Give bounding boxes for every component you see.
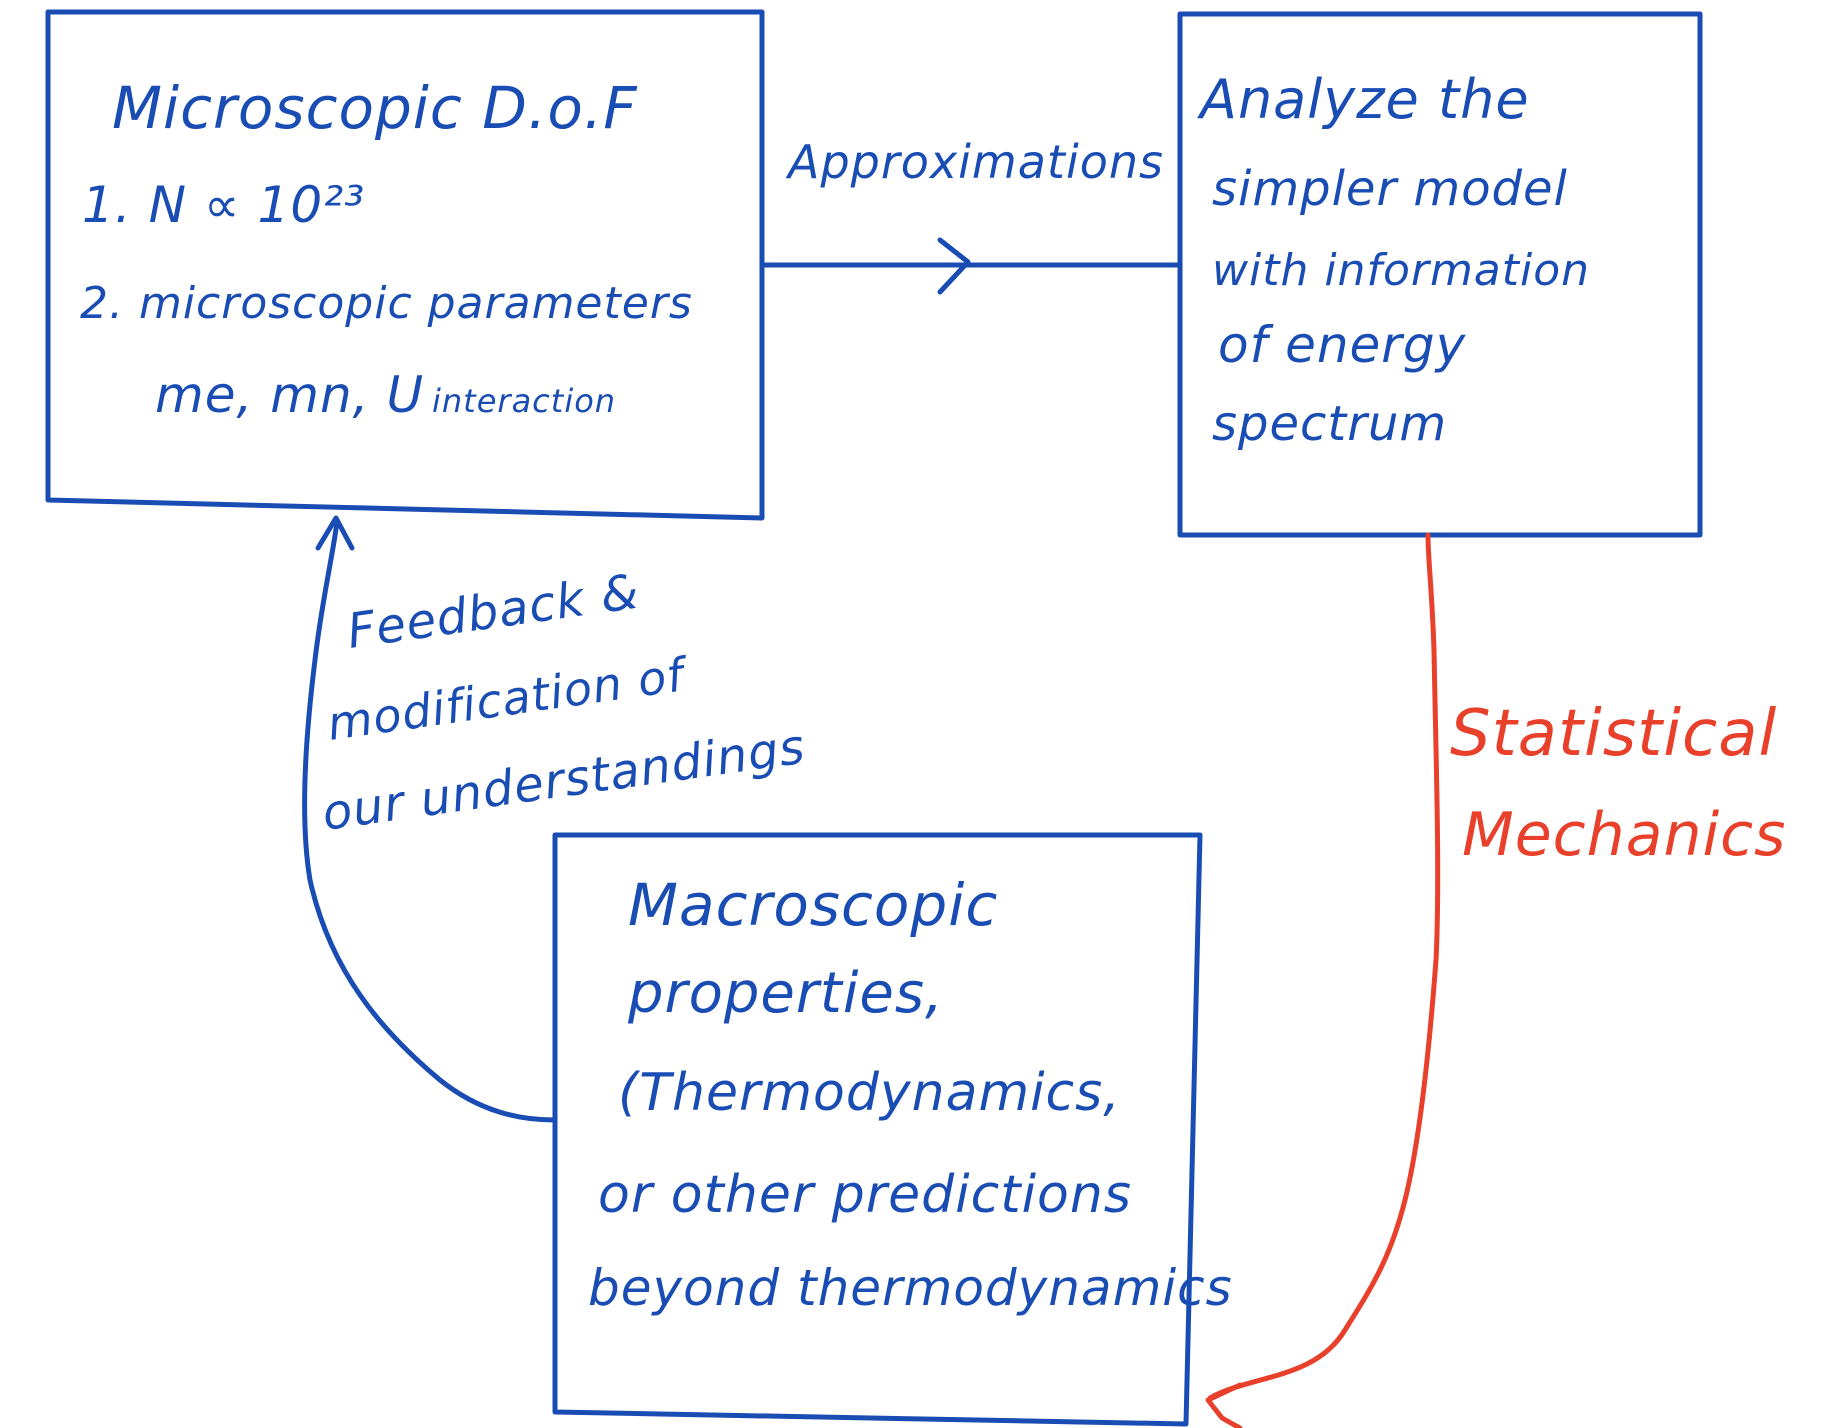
node-simpler-model-line-2: simpler model — [1212, 161, 1568, 217]
node-microscopic-line-2: 2. microscopic parameters — [80, 278, 693, 329]
edge-feedback-arrowhead-icon — [315, 515, 355, 551]
edge-approximations-label: Approximations — [785, 135, 1164, 189]
node-macroscopic-line-1: Macroscopic — [628, 871, 998, 939]
edge-approximations-arrowhead-icon — [937, 237, 971, 295]
edge-statistical-mechanics-label-line-2: Mechanics — [1462, 800, 1786, 870]
node-macroscopic-line-3: (Thermodynamics, — [618, 1063, 1121, 1123]
node-microscopic-line-3: me, mn, U — [155, 366, 424, 424]
node-microscopic-border — [45, 9, 765, 521]
node-microscopic-line-1: 1. N ∝ 10²³ — [82, 176, 365, 234]
edge-statistical-mechanics-line — [1207, 532, 1441, 1401]
node-microscopic[interactable]: Microscopic D.o.F 1. N ∝ 10²³ 2. microsc… — [45, 9, 765, 521]
node-macroscopic[interactable]: Macroscopic properties, (Thermodynamics,… — [552, 832, 1233, 1427]
edge-approximations[interactable]: Approximations — [759, 135, 1181, 295]
node-simpler-model-line-5: spectrum — [1212, 396, 1447, 452]
edge-statistical-mechanics-arrowhead-icon — [1205, 1382, 1243, 1428]
node-macroscopic-line-2: properties, — [627, 961, 944, 1026]
node-microscopic-line-4: interaction — [432, 382, 616, 420]
node-simpler-model-line-1: Analyze the — [1197, 68, 1530, 131]
edge-statistical-mechanics-label-line-1: Statistical — [1450, 697, 1777, 771]
node-simpler-model-border — [1177, 11, 1703, 538]
node-macroscopic-line-5: beyond thermodynamics — [588, 1259, 1233, 1317]
edge-feedback-line — [302, 519, 558, 1123]
node-microscopic-title: Microscopic D.o.F — [112, 74, 638, 142]
edge-statistical-mechanics[interactable]: Statistical Mechanics — [1205, 532, 1786, 1428]
node-simpler-model-line-3: with information — [1212, 245, 1590, 296]
node-macroscopic-line-4: or other predictions — [598, 1165, 1132, 1225]
edge-feedback-label-line-2: modification of — [324, 647, 692, 751]
node-macroscopic-border — [552, 832, 1203, 1427]
edge-feedback-label-line-1: Feedback & — [344, 564, 643, 660]
node-simpler-model-line-4: of energy — [1218, 316, 1467, 374]
node-simpler-model[interactable]: Analyze the simpler model with informati… — [1177, 11, 1703, 538]
